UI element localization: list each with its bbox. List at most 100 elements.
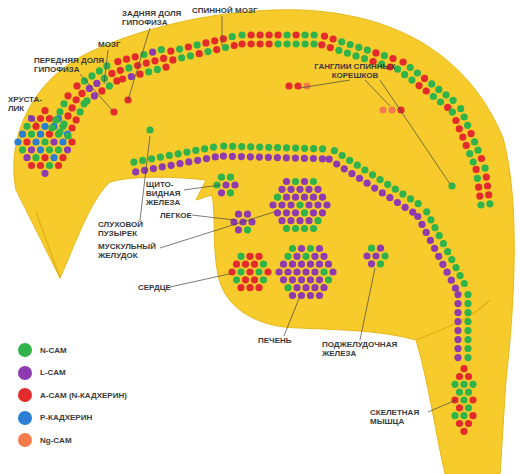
cam-dot <box>485 191 492 198</box>
cam-dot <box>301 155 308 162</box>
cam-dot <box>178 54 185 61</box>
cam-dot <box>296 201 303 208</box>
cam-dot <box>266 31 273 38</box>
cam-dot <box>202 39 209 46</box>
cam-dot <box>231 42 238 49</box>
leader-line <box>428 400 456 412</box>
cam-dot <box>348 170 355 177</box>
cam-dot <box>461 280 468 287</box>
cam-dot <box>301 209 308 216</box>
cam-dot <box>347 41 354 48</box>
cam-dot <box>274 154 281 161</box>
cam-dot <box>401 71 408 78</box>
cam-dot <box>354 162 361 169</box>
cam-dot <box>475 184 482 191</box>
cam-dot <box>73 82 80 89</box>
cam-dot <box>466 150 473 157</box>
cam-dot <box>372 252 379 259</box>
cam-dot <box>428 80 435 87</box>
cam-dot <box>384 181 391 188</box>
cam-dot <box>377 176 384 183</box>
cam-dot <box>228 268 235 275</box>
cam-dot <box>280 261 287 268</box>
cam-dot <box>247 153 254 160</box>
cam-dot <box>310 155 317 162</box>
cam-dot <box>283 154 290 161</box>
cam-dot <box>368 260 375 267</box>
cam-dot <box>83 97 90 104</box>
cam-dot <box>449 109 456 116</box>
cam-dot <box>185 43 192 50</box>
cam-dot <box>452 264 459 271</box>
organ-label: МУСКУЛЬНЫЙ ЖЕЛУДОК <box>98 242 160 260</box>
cam-dot <box>416 82 423 89</box>
leg-line <box>416 300 490 340</box>
cam-dot <box>302 284 309 291</box>
legend-swatch <box>18 343 32 357</box>
cam-dot <box>468 130 475 137</box>
cam-dot <box>301 145 308 152</box>
cam-dot <box>37 131 44 138</box>
leader-line <box>222 16 223 46</box>
cam-dot <box>227 189 234 196</box>
cam-dot <box>55 146 62 153</box>
cam-dot <box>474 147 481 154</box>
cam-dot <box>32 138 39 145</box>
cam-dot <box>456 389 463 396</box>
cam-dot <box>229 143 236 150</box>
cam-dot <box>454 318 461 325</box>
cam-dot <box>408 77 415 84</box>
legend-text: N-CAM <box>40 346 67 355</box>
legend-row: N-CAM <box>18 342 67 358</box>
legend-swatch <box>18 433 32 447</box>
cam-dot <box>256 154 263 161</box>
cam-dot <box>19 131 26 138</box>
cam-dot <box>23 154 30 161</box>
cam-dot <box>141 167 148 174</box>
cam-dot <box>119 75 126 82</box>
cam-dot <box>292 209 299 216</box>
cam-dot <box>56 128 63 135</box>
cam-dot <box>454 345 461 352</box>
cam-dot <box>369 171 376 178</box>
cam-dot <box>260 261 267 268</box>
cam-dot <box>50 138 57 145</box>
cam-dot <box>264 268 271 275</box>
cam-dot <box>260 276 267 283</box>
organ-label: СЕРДЦЕ <box>138 283 178 292</box>
cam-dot <box>338 38 345 45</box>
cam-dot <box>302 268 309 275</box>
legend-row: Ng-CAM <box>18 432 72 448</box>
legend-row: L-CAM <box>18 365 66 381</box>
cam-dot <box>470 158 477 165</box>
cam-dot <box>283 144 290 151</box>
cam-dot <box>246 268 253 275</box>
cam-dot <box>423 229 430 236</box>
leader-line <box>104 50 108 84</box>
cam-dot <box>289 276 296 283</box>
cam-dot <box>149 49 156 56</box>
cam-dot <box>303 82 310 89</box>
cam-dot <box>37 115 44 122</box>
cam-dot <box>311 31 318 38</box>
cam-dot <box>318 41 325 48</box>
cam-dot <box>454 336 461 343</box>
cam-dot <box>361 166 368 173</box>
cam-dot <box>168 162 175 169</box>
cam-dot <box>201 145 208 152</box>
cam-dot <box>175 150 182 157</box>
cam-dot <box>330 35 337 42</box>
cam-dot <box>465 420 472 427</box>
cam-dot <box>41 138 48 145</box>
cam-dot <box>210 144 217 151</box>
organ-label: МОЗГ <box>98 40 138 49</box>
cam-dot <box>402 204 409 211</box>
cam-dot <box>483 174 490 181</box>
cam-dot <box>310 225 317 232</box>
cam-dot <box>310 209 317 216</box>
cam-dot <box>454 291 461 298</box>
cam-dots <box>14 31 493 435</box>
cam-dot <box>86 85 93 92</box>
cam-dot <box>320 253 327 260</box>
cam-dot <box>321 33 328 40</box>
